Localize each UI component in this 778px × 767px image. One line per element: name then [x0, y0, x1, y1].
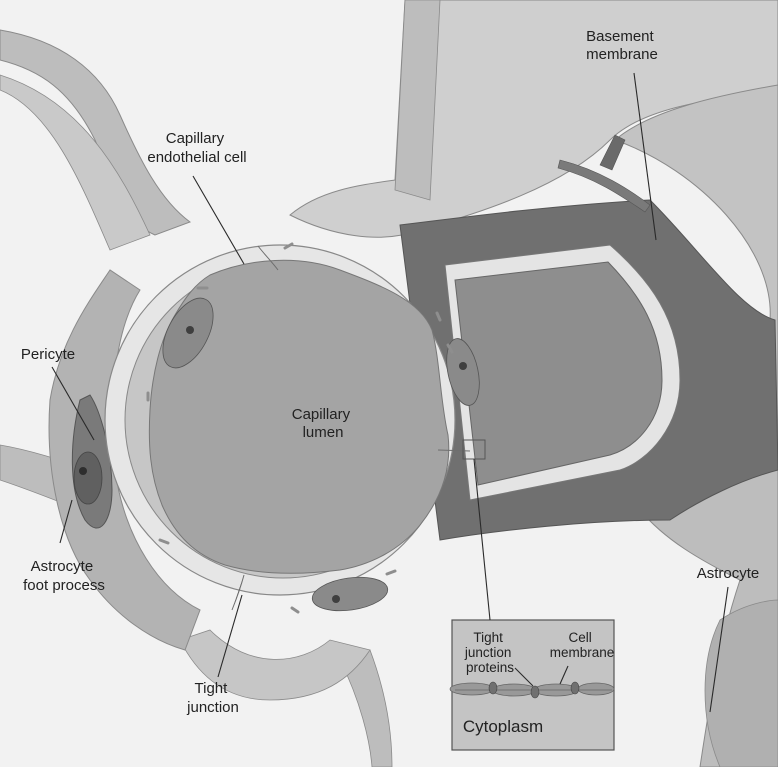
inset-cell-1: [450, 683, 494, 695]
inset-cell-4: [578, 683, 614, 695]
label-pericyte: Pericyte: [21, 346, 75, 363]
label-astrocyte: Astrocyte: [697, 565, 760, 582]
pericyte-nucleus-dot: [79, 467, 87, 475]
pericyte-nucleus: [74, 452, 102, 504]
inset-label-cytoplasm: Cytoplasm: [463, 717, 543, 736]
inset-protein-2: [531, 686, 539, 698]
inset-protein-3: [571, 682, 579, 694]
endothelial-nucleus-right-dot: [459, 362, 467, 370]
endothelial-nucleus-left-dot: [186, 326, 194, 334]
label-basement-membrane: Basement membrane: [586, 28, 658, 63]
inset-protein-1: [489, 682, 497, 694]
endothelial-nucleus-bottom-dot: [332, 595, 340, 603]
